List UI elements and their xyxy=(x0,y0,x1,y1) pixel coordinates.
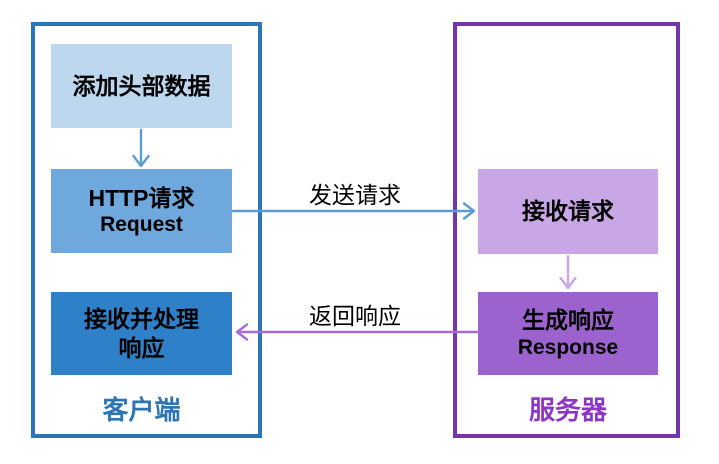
node-generate-response-label-cn: 生成响应 xyxy=(522,307,614,333)
node-generate-response: 生成响应 Response xyxy=(478,292,658,375)
node-http-request-label-en: Request xyxy=(100,213,183,237)
node-receive-process-response-line1: 接收并处理 xyxy=(84,305,199,332)
node-receive-request: 接收请求 xyxy=(478,169,658,254)
return-response-flow-label: 返回响应 xyxy=(309,303,401,329)
node-http-request-label-cn: HTTP请求 xyxy=(88,184,195,211)
client-container-title: 客户端 xyxy=(102,395,181,425)
send-request-flow-label: 发送请求 xyxy=(309,182,401,208)
server-container xyxy=(453,22,680,438)
server-container-title: 服务器 xyxy=(528,395,607,425)
node-generate-response-label-en: Response xyxy=(517,335,619,359)
node-add-header-data-label: 添加头部数据 xyxy=(72,72,211,99)
node-http-request: HTTP请求 Request xyxy=(51,169,232,253)
node-receive-process-response: 接收并处理 响应 xyxy=(51,292,232,375)
client-container xyxy=(31,22,262,438)
node-receive-process-response-line2: 响应 xyxy=(118,334,165,361)
node-add-header-data: 添加头部数据 xyxy=(51,44,232,128)
node-receive-request-label: 接收请求 xyxy=(522,198,614,225)
